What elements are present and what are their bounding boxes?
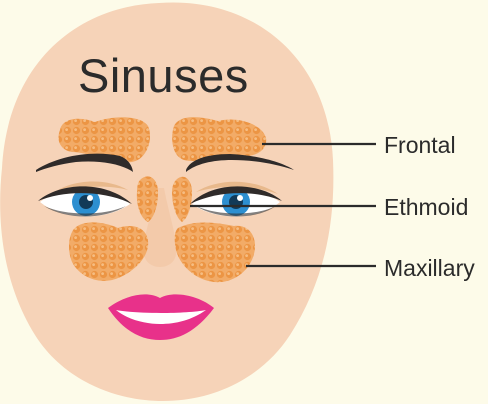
label-frontal: Frontal	[384, 134, 456, 157]
label-ethmoid: Ethmoid	[384, 196, 468, 219]
diagram-title: Sinuses	[78, 52, 278, 99]
label-maxillary: Maxillary	[384, 257, 475, 280]
